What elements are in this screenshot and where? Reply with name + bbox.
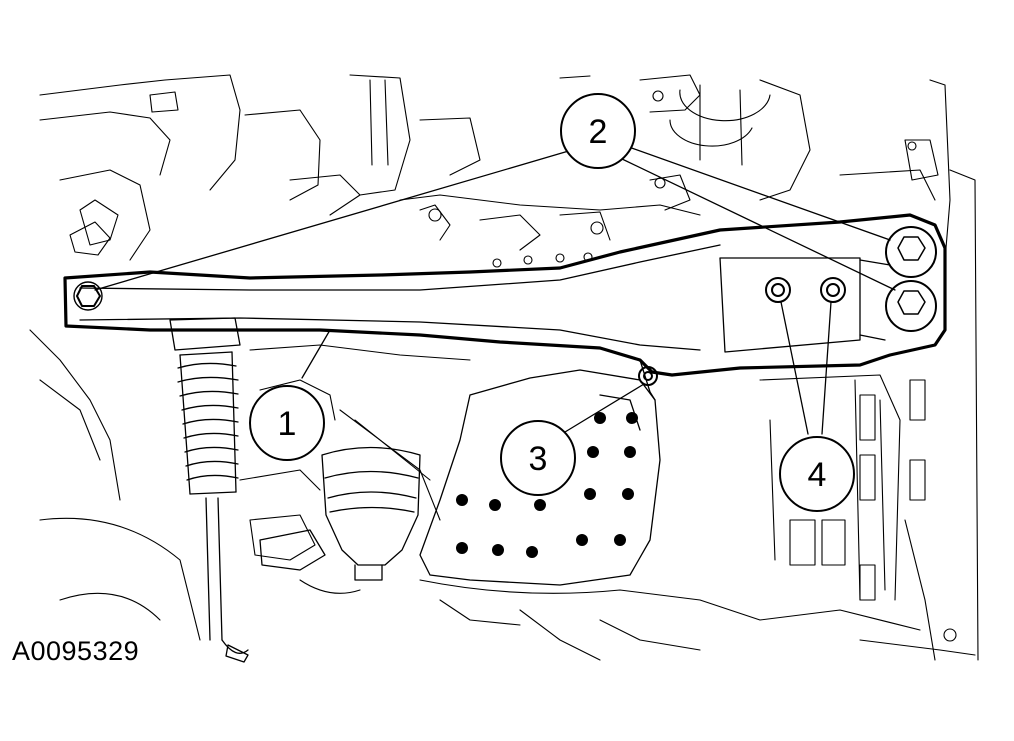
leader-lines	[94, 145, 896, 435]
callout-2-label: 2	[589, 113, 608, 151]
bolt-item-3	[638, 366, 658, 386]
callout-2: 2	[560, 93, 636, 169]
crossmember-detail	[79, 244, 891, 401]
figure-id: A0095329	[12, 636, 140, 666]
background-linework	[29, 74, 979, 661]
skid-plate-holes	[456, 412, 638, 558]
callout-1: 1	[249, 385, 325, 461]
steering-gear-boot	[169, 317, 249, 663]
bolts-item-4	[765, 277, 846, 303]
callout-3-label: 3	[529, 440, 548, 478]
oil-filter	[259, 446, 421, 581]
callout-4-label: 4	[808, 456, 827, 494]
callout-4: 4	[779, 436, 855, 512]
callout-3: 3	[500, 420, 576, 496]
front-crossmember	[63, 213, 947, 377]
bolts-item-2	[73, 226, 937, 332]
callout-1-label: 1	[278, 405, 297, 443]
